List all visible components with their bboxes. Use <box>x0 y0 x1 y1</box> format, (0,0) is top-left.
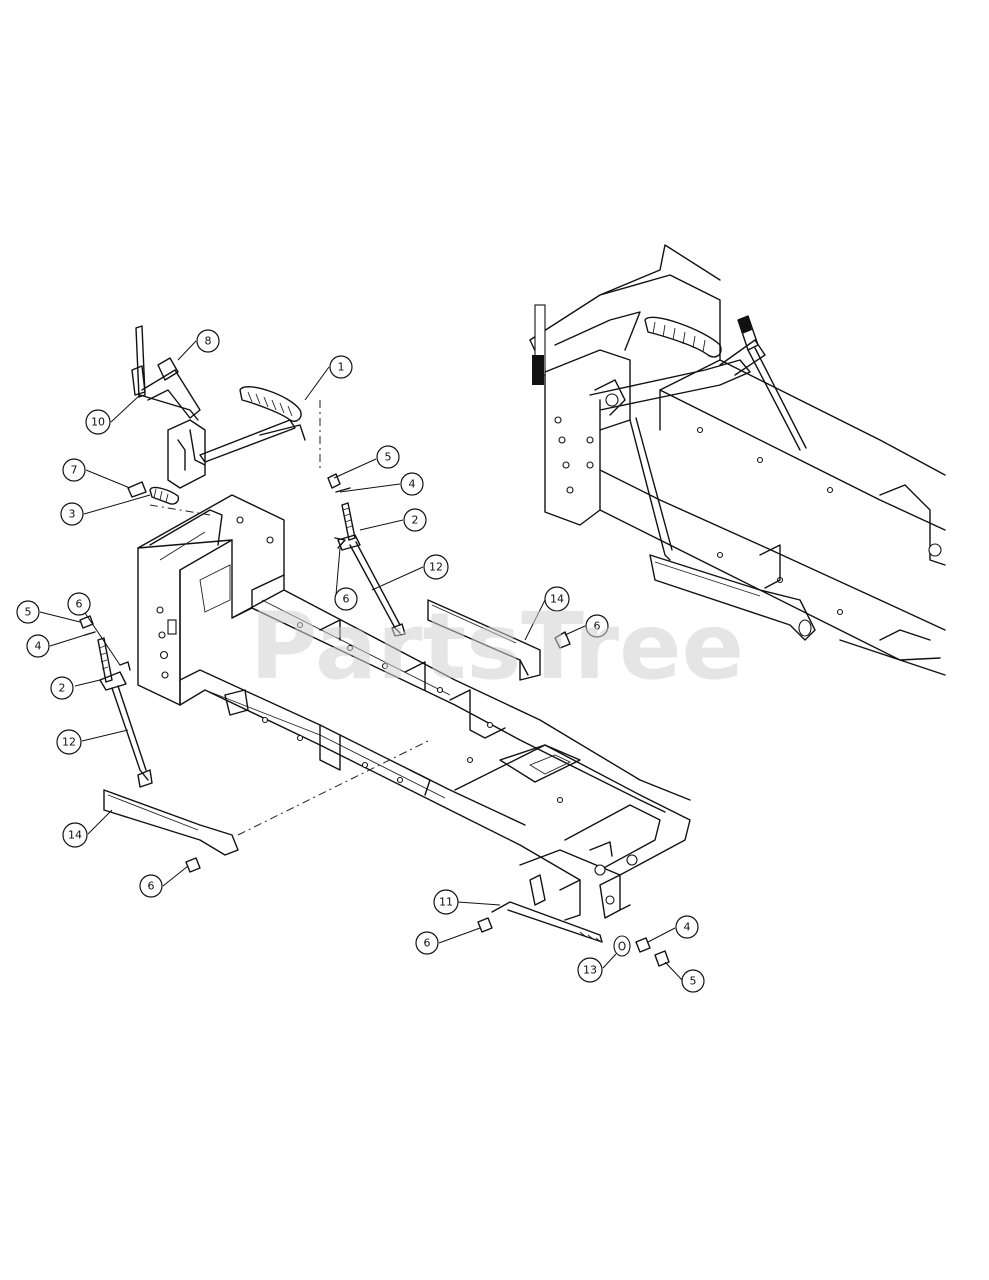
svg-text:11: 11 <box>439 896 453 909</box>
svg-text:12: 12 <box>429 561 443 574</box>
callout-12-left: 12 <box>56 729 82 755</box>
callout-6-upper: 6 <box>334 587 358 611</box>
svg-text:7: 7 <box>71 464 78 477</box>
svg-text:2: 2 <box>59 682 66 695</box>
svg-text:6: 6 <box>148 880 155 893</box>
svg-text:5: 5 <box>25 606 32 619</box>
svg-text:2: 2 <box>412 514 419 527</box>
callout-2-left: 2 <box>50 676 74 700</box>
callout-6-bottom: 6 <box>139 874 163 898</box>
callout-14-left: 14 <box>62 822 88 848</box>
svg-text:6: 6 <box>594 620 601 633</box>
callout-10: 10 <box>85 409 111 435</box>
svg-text:6: 6 <box>343 593 350 606</box>
svg-text:4: 4 <box>35 640 42 653</box>
callout-5-rod: 5 <box>681 969 705 993</box>
svg-text:5: 5 <box>690 975 697 988</box>
svg-text:6: 6 <box>424 937 431 950</box>
callout-6-left: 6 <box>67 592 91 616</box>
callout-6-rod: 6 <box>415 931 439 955</box>
svg-text:4: 4 <box>684 921 691 934</box>
svg-text:10: 10 <box>91 416 105 429</box>
callout-7: 7 <box>62 458 86 482</box>
inset-frame <box>529 244 946 676</box>
callout-6-right: 6 <box>585 614 609 638</box>
svg-text:5: 5 <box>385 451 392 464</box>
pedal-assembly <box>127 325 321 516</box>
callout-1: 1 <box>329 355 353 379</box>
callout-8: 8 <box>196 329 220 353</box>
callout-14-right: 14 <box>544 586 570 612</box>
svg-text:4: 4 <box>409 478 416 491</box>
leader-lines <box>39 340 684 982</box>
main-frame <box>137 494 691 921</box>
watermark: PartsTree <box>250 593 744 700</box>
callout-11: 11 <box>433 889 459 915</box>
svg-text:1: 1 <box>338 361 345 374</box>
callout-3: 3 <box>60 502 84 526</box>
svg-text:14: 14 <box>68 829 82 842</box>
svg-text:8: 8 <box>205 335 212 348</box>
svg-text:14: 14 <box>550 593 564 606</box>
svg-text:12: 12 <box>62 736 76 749</box>
callout-2-upper: 2 <box>403 508 427 532</box>
svg-text:6: 6 <box>76 598 83 611</box>
svg-text:3: 3 <box>69 508 76 521</box>
svg-text:13: 13 <box>583 964 597 977</box>
callout-4-upper: 4 <box>400 472 424 496</box>
small-parts <box>79 473 670 967</box>
callout-13: 13 <box>577 957 603 983</box>
callout-4-left: 4 <box>26 634 50 658</box>
callout-4-rod: 4 <box>675 915 699 939</box>
callout-12-upper: 12 <box>423 554 449 580</box>
callout-5-left: 5 <box>16 600 40 624</box>
callout-5-upper: 5 <box>376 445 400 469</box>
